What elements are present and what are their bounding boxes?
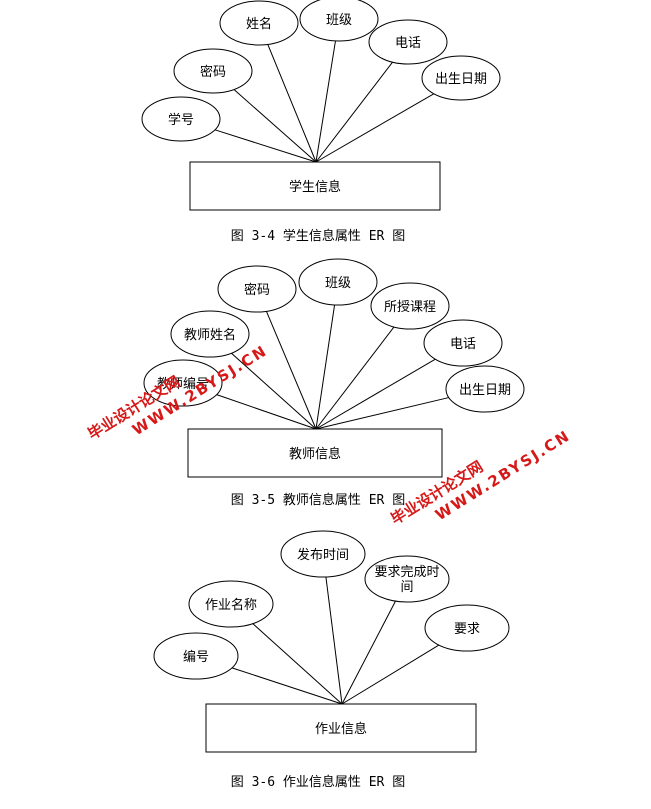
figure-caption: 图 3-5 教师信息属性 ER 图 bbox=[231, 492, 405, 508]
attribute-ellipse bbox=[445, 365, 525, 413]
attribute-ellipse bbox=[299, 0, 379, 42]
attribute-ellipse bbox=[188, 580, 274, 628]
attribute-label: 要求完成时间 bbox=[374, 565, 439, 595]
attribute-ellipse bbox=[370, 282, 450, 330]
attribute-label: 电话 bbox=[395, 36, 421, 51]
attribute-ellipse bbox=[143, 359, 223, 407]
attribute-ellipse bbox=[421, 55, 501, 101]
attribute-connector bbox=[233, 89, 317, 163]
entity-box bbox=[189, 161, 441, 211]
attribute-connector bbox=[216, 394, 317, 430]
entity-label: 作业信息 bbox=[315, 721, 367, 737]
attribute-connector bbox=[267, 44, 317, 163]
attribute-label: 密码 bbox=[200, 64, 226, 80]
attribute-ellipse bbox=[364, 555, 450, 603]
attribute-ellipse bbox=[368, 19, 448, 65]
attribute-label: 要求 bbox=[454, 622, 480, 637]
attribute-connector bbox=[325, 576, 343, 705]
attribute-ellipse bbox=[424, 604, 510, 652]
attribute-ellipse bbox=[153, 632, 239, 680]
attribute-connector bbox=[315, 61, 393, 163]
attribute-label: 出生日期 bbox=[435, 72, 487, 87]
attribute-connector bbox=[315, 397, 449, 430]
attribute-label: 教师姓名 bbox=[184, 327, 236, 343]
attribute-connector bbox=[265, 311, 317, 430]
entity-box bbox=[187, 428, 443, 478]
figure-caption: 图 3-4 学生信息属性 ER 图 bbox=[231, 228, 405, 244]
attribute-connector bbox=[341, 600, 396, 705]
attribute-label: 班级 bbox=[325, 276, 351, 291]
attribute-connector bbox=[315, 304, 336, 430]
attribute-ellipse bbox=[170, 310, 250, 358]
attribute-ellipse bbox=[219, 0, 299, 46]
entity-label: 教师信息 bbox=[289, 446, 341, 462]
entity-box bbox=[205, 703, 477, 753]
figure-caption: 图 3-6 作业信息属性 ER 图 bbox=[231, 774, 405, 790]
attribute-ellipse bbox=[423, 319, 503, 367]
entity-label: 学生信息 bbox=[289, 179, 341, 195]
attribute-label: 姓名 bbox=[246, 16, 272, 32]
attribute-connector bbox=[315, 93, 435, 163]
attribute-label: 班级 bbox=[326, 13, 352, 28]
attribute-connector bbox=[231, 667, 343, 705]
attribute-ellipse bbox=[141, 96, 221, 142]
attribute-connector bbox=[231, 352, 317, 430]
attribute-connector bbox=[214, 129, 317, 163]
attribute-label: 电话 bbox=[450, 337, 476, 352]
attribute-ellipse bbox=[217, 265, 297, 313]
attribute-label: 学号 bbox=[168, 112, 194, 128]
attribute-label: 发布时间 bbox=[297, 547, 349, 563]
attribute-label: 出生日期 bbox=[459, 383, 511, 398]
attribute-ellipse bbox=[280, 530, 366, 578]
attribute-ellipse bbox=[173, 48, 253, 94]
attribute-label: 教师编号 bbox=[157, 376, 209, 392]
attribute-label: 密码 bbox=[244, 282, 270, 298]
attribute-label: 作业名称 bbox=[205, 597, 257, 613]
attribute-connector bbox=[341, 644, 440, 705]
attribute-connector bbox=[315, 40, 336, 163]
attribute-label: 所授课程 bbox=[384, 300, 436, 315]
attribute-ellipse bbox=[298, 258, 378, 306]
attribute-connector bbox=[315, 358, 436, 430]
attribute-connector bbox=[315, 326, 395, 430]
attribute-connector bbox=[252, 623, 343, 705]
attribute-label: 编号 bbox=[183, 650, 209, 665]
